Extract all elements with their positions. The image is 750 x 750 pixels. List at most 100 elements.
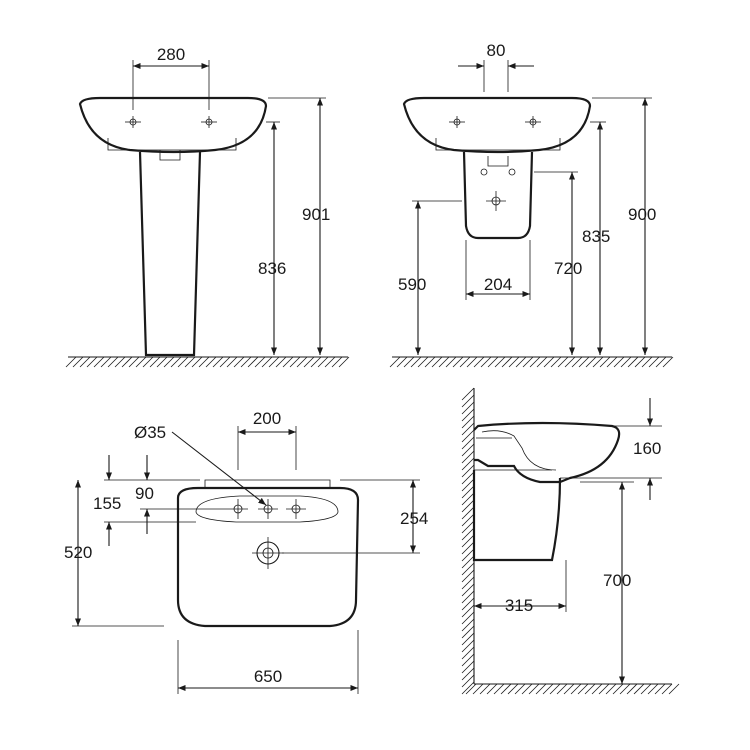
hatch-line [461,422,475,436]
dim-80: 80 [458,41,534,92]
hatch-line [461,408,475,422]
hatch-line [473,356,485,368]
hatch-line [254,356,266,368]
hatch-line [72,356,84,368]
hatch-line [564,356,576,368]
dim-280: 280 [132,45,210,110]
hatch-line [461,443,475,457]
hatch-line [563,683,575,695]
hatch-line [655,356,667,368]
dim-254: 254 [282,479,428,554]
hatch-line [550,356,562,368]
dim-label-280: 280 [157,45,185,64]
hatch-line [163,356,175,368]
waste-outlet [252,537,284,569]
hatch-line [296,356,308,368]
hatch-line [461,520,475,534]
hatch-line [514,683,526,695]
hatch-line [205,356,217,368]
hatch-line [571,356,583,368]
hatch-line [501,356,513,368]
hatch-line [668,683,680,695]
hatch-line [461,548,475,562]
hatch-line [79,356,91,368]
dim-590: 590 [398,200,462,355]
dim-diameter-35: Ø35 [134,423,267,506]
hatch-line [459,356,471,368]
dim-836: 836 [258,121,286,355]
hatch-line [493,683,505,695]
floor-hatch [465,683,680,695]
hatch-line [647,683,659,695]
hatch-line [170,356,182,368]
hatch-line [331,356,343,368]
hatch-line [461,464,475,478]
hatch-line [479,683,491,695]
dim-label-200: 200 [253,409,281,428]
hatch-line [465,683,477,695]
hatch-line [107,356,119,368]
hatch-line [461,639,475,653]
hatch-line [461,513,475,527]
tap-hole-marks [228,499,306,519]
hatch-line [431,356,443,368]
basin-bowl [78,96,268,161]
hatch-line [584,683,596,695]
hatch-line [389,356,401,368]
hatch-line [461,674,475,688]
hatch-line [461,457,475,471]
hatch-line [472,683,484,695]
hatch-line [114,356,126,368]
hatch-line [522,356,534,368]
hatch-line [198,356,210,368]
semi-pedestal-profile [472,469,562,562]
dim-label-720: 720 [554,259,582,278]
dim-901: 901 [268,97,330,355]
hatch-line [641,356,653,368]
hatch-line [598,683,610,695]
hatch-line [661,683,673,695]
hatch-line [396,356,408,368]
hatch-line [494,356,506,368]
basin-top-view: Ø35 200 155 90 520 [64,409,428,694]
hatch-line [156,356,168,368]
hatch-line [128,356,140,368]
dim-520: 520 [64,480,164,627]
hatch-line [619,683,631,695]
dim-label-700: 700 [603,571,631,590]
hatch-line [515,356,527,368]
dim-label-diameter-35: Ø35 [134,423,166,442]
hatch-line [578,356,590,368]
hatch-line [640,683,652,695]
semi-pedestal-front-view: 80 900 835 720 590 204 [389,41,674,368]
hatch-line [142,356,154,368]
hatch-line [461,618,475,632]
hatch-line [282,356,294,368]
hatch-line [461,415,475,429]
dim-90: 90 [135,455,228,534]
dim-200: 200 [237,409,297,470]
hatch-line [606,356,618,368]
dim-label-901: 901 [302,205,330,224]
hatch-line [461,562,475,576]
hatch-line [549,683,561,695]
dim-label-90: 90 [135,484,154,503]
hatch-line [461,604,475,618]
hatch-line [410,356,422,368]
hatch-line [149,356,161,368]
hatch-line [289,356,301,368]
hatch-line [121,356,133,368]
hatch-line [461,590,475,604]
hatch-line [184,356,196,368]
hatch-line [556,683,568,695]
dim-204: 204 [465,240,531,300]
dim-650: 650 [177,630,359,694]
hatch-line [461,646,475,660]
hatch-line [461,625,475,639]
hatch-line [461,569,475,583]
hatch-line [461,401,475,415]
hatch-line [577,683,589,695]
hatch-line [86,356,98,368]
hatch-line [177,356,189,368]
hatch-line [461,492,475,506]
